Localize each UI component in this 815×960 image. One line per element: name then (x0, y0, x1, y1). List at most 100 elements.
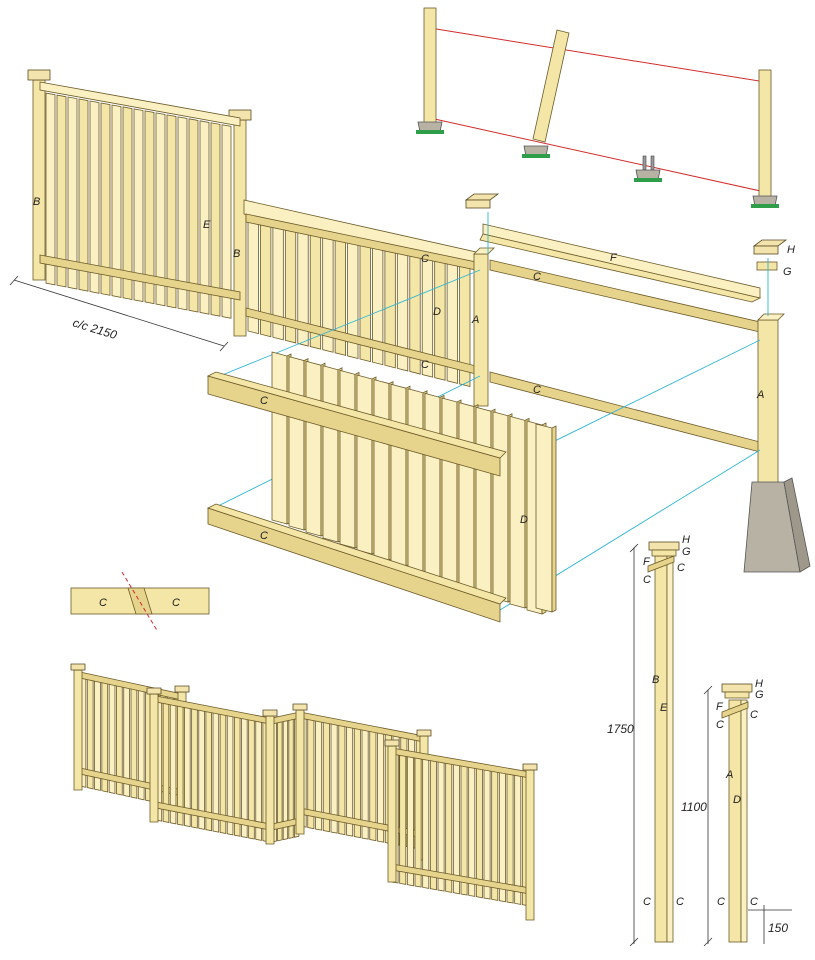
set-post-right (758, 69, 772, 199)
cap-base-g (756, 261, 778, 271)
tall-cap-h (648, 541, 680, 551)
short-height-label: 1100 (681, 800, 707, 814)
post-a-right-top (757, 313, 785, 321)
fence-board (78, 98, 89, 292)
label-c: C (676, 896, 684, 908)
leaning-post (532, 29, 570, 143)
finished-board (491, 768, 499, 901)
post-cap (27, 69, 51, 81)
post-a (473, 253, 489, 407)
grass-tuft (751, 204, 779, 208)
post-a-right (757, 319, 779, 489)
finished-board (460, 763, 468, 896)
finished-post-cap (384, 739, 400, 747)
spacing-dimension-line (13, 279, 225, 347)
fence-board (67, 96, 78, 290)
label-c: C (421, 253, 429, 265)
finished-post-cap (174, 685, 190, 693)
fence-board (45, 92, 56, 286)
finished-board (399, 752, 407, 885)
short-cap-h (721, 683, 753, 693)
grass-tuft (416, 130, 444, 134)
label-c: C (643, 574, 651, 586)
panel-board (535, 423, 553, 613)
set-post-left (423, 7, 437, 127)
post-bracket (650, 155, 655, 171)
rail-joint-detail: C C (70, 571, 210, 633)
finished-post-cap (146, 687, 162, 695)
finished-board (429, 758, 437, 891)
post-cap-h-side (753, 245, 779, 255)
fence-board (100, 102, 111, 296)
panel-board (305, 360, 322, 537)
fence-board (166, 114, 177, 309)
label-c: C (99, 597, 107, 609)
dimension-tick (703, 685, 713, 695)
finished-board (414, 755, 422, 888)
post-b-middle (233, 119, 247, 337)
finished-post-cap (262, 709, 278, 717)
finished-post (295, 709, 305, 835)
string-line-top (429, 27, 766, 83)
rail-c-upper-top (206, 371, 507, 459)
short-post-profile: 1100 H G F C C A D C C 150 (681, 678, 792, 947)
string-line-bottom (429, 117, 766, 193)
panel-board (271, 351, 288, 525)
short-post-a (728, 699, 742, 943)
top-board-f (482, 223, 761, 299)
exploded-panel: C C D (206, 351, 557, 623)
label-c: C (260, 530, 268, 542)
panel-board (407, 388, 424, 573)
finished-board (437, 759, 445, 892)
label-a: A (725, 769, 733, 781)
label-c: C (421, 359, 429, 371)
finished-fence-panels (70, 663, 538, 921)
finished-post-cap (416, 729, 432, 737)
label-d: D (733, 794, 741, 806)
label-g: G (755, 689, 764, 701)
label-c: C (677, 562, 685, 574)
exploded-parts: F H G C C A (209, 212, 811, 611)
label-h: H (787, 244, 795, 256)
fence-board (188, 118, 199, 313)
panel-board (475, 406, 492, 597)
panel-board (339, 369, 356, 549)
panel-board (492, 411, 509, 603)
post-bracket (642, 155, 647, 171)
post-b-left (32, 79, 46, 281)
scarf-joint (127, 587, 153, 615)
floating-post-cap (464, 193, 500, 201)
tall-top-f (647, 555, 675, 573)
finished-board (475, 766, 483, 899)
panel-board (288, 356, 305, 531)
short-cap-g (724, 691, 750, 699)
dimension-tick (703, 937, 713, 947)
panel-board (441, 397, 458, 585)
label-e: E (660, 702, 668, 714)
post-a-top (473, 247, 495, 255)
tall-post-b (654, 555, 668, 943)
label-b: B (652, 674, 659, 686)
fence-board (111, 104, 122, 298)
label-c: C (260, 395, 268, 407)
panel-board (356, 374, 373, 555)
panel-board (509, 415, 526, 609)
label-c: C (533, 384, 541, 396)
label-a: A (756, 389, 764, 401)
finished-board (483, 767, 491, 900)
dimension-tick (629, 937, 639, 947)
low-fence-section: C D C A (243, 193, 500, 407)
bottom-offset-label: 150 (768, 921, 788, 935)
label-b-left: B (33, 196, 40, 208)
label-d: D (520, 514, 528, 526)
finished-post-cap (70, 663, 86, 671)
fence-board (56, 94, 67, 288)
panel-board (424, 392, 441, 579)
finished-board (514, 772, 522, 905)
short-board-d (740, 699, 748, 943)
label-c: C (533, 271, 541, 283)
finished-board (506, 771, 514, 904)
panel-board (322, 365, 339, 543)
label-c: C (750, 896, 758, 908)
